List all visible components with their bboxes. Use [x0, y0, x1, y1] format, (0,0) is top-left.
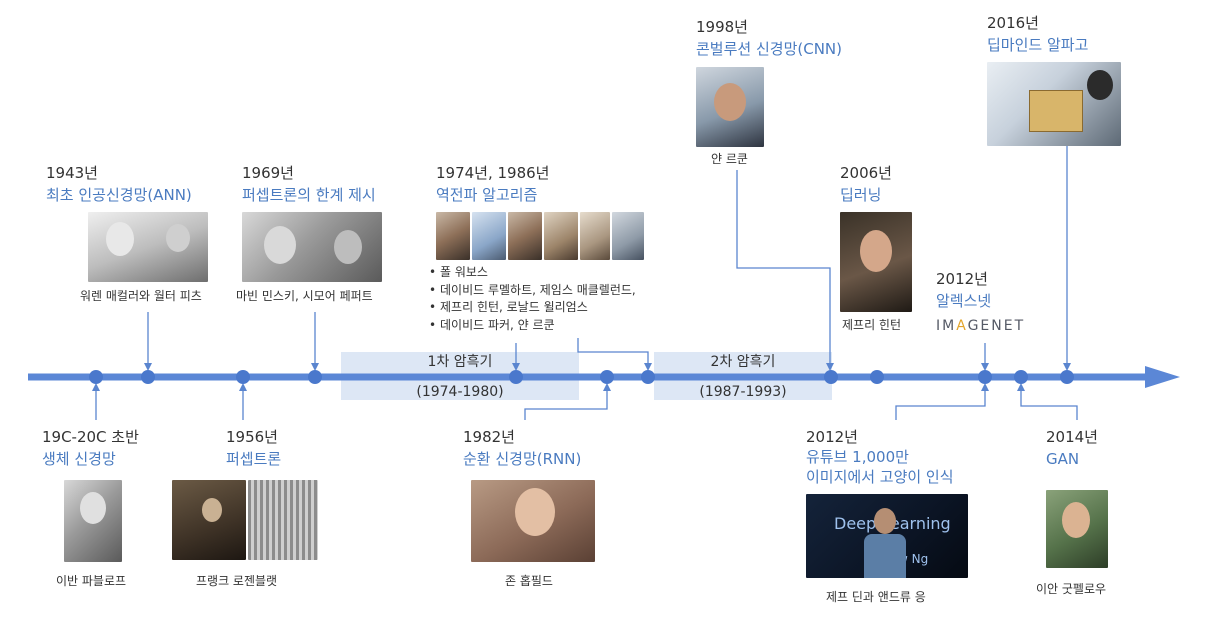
photo-portrait-4 [544, 212, 578, 260]
event-2014-title: GAN [1046, 450, 1079, 468]
event-1969-caption: 마빈 민스키, 시모어 페퍼트 [236, 289, 373, 303]
timeline-dot [824, 370, 838, 384]
event-1974-title: 역전파 알고리즘 [436, 186, 537, 204]
photo-mcculloch-pitts [88, 212, 208, 282]
event-2006-title: 딥러닝 [840, 186, 881, 204]
photo-john-hopfield [471, 480, 595, 562]
connector-1998 [737, 170, 830, 367]
event-2012a-title: 알렉스넷 [936, 292, 991, 310]
timeline-dot [870, 370, 884, 384]
event-2012a-year: 2012년 [936, 270, 988, 288]
timeline-dot [641, 370, 655, 384]
photo-portrait-6 [612, 212, 644, 260]
connector-1986 [578, 338, 648, 367]
timeline-dot [236, 370, 250, 384]
photo-yann-lecun [696, 67, 764, 147]
photo-portrait-5 [580, 212, 610, 260]
photo-portrait-1 [436, 212, 470, 260]
timeline-dot [141, 370, 155, 384]
photo-ivan-pavlov [64, 480, 122, 562]
timeline-dot [509, 370, 523, 384]
event-1974-year: 1974년, 1986년 [436, 164, 549, 182]
photo-portrait-2 [472, 212, 506, 260]
timeline-dot [978, 370, 992, 384]
event-1974-bullets: 폴 워보스 데이비드 루멜하트, 제임스 매클렐런드, 제프리 힌턴, 로날드 … [428, 264, 636, 334]
event-1982-caption: 존 홉필드 [505, 574, 553, 588]
event-1998-title: 콘벌루션 신경망(CNN) [696, 40, 842, 58]
photo-dean-and-ng: Deep Learning w Ng [806, 494, 968, 578]
bullet-item: 제프리 힌턴, 로날드 윌리엄스 [440, 299, 636, 317]
event-2012b-caption: 제프 딘과 앤드류 응 [826, 590, 926, 604]
photo-alphago-match [987, 62, 1121, 146]
event-1982-year: 1982년 [463, 428, 515, 446]
bullet-item: 데이비드 파커, 얀 르쿤 [440, 317, 636, 335]
event-2012b-title: 유튜브 1,000만 [806, 448, 909, 466]
event-2014-caption: 이안 굿펠로우 [1036, 582, 1106, 596]
timeline-dot [1060, 370, 1074, 384]
event-2016-year: 2016년 [987, 14, 1039, 32]
event-1982-title: 순환 신경망(RNN) [463, 450, 581, 468]
event-1956-year: 1956년 [226, 428, 278, 446]
event-1998-caption: 얀 르쿤 [711, 152, 748, 166]
bullet-item: 데이비드 루멜하트, 제임스 매클렐런드, [440, 282, 636, 300]
event-1943-year: 1943년 [46, 164, 98, 182]
connector-2012b [896, 387, 985, 420]
event-1969-year: 1969년 [242, 164, 294, 182]
timeline-dot [308, 370, 322, 384]
connector-2014 [1021, 387, 1077, 420]
event-2012b-title2: 이미지에서 고양이 인식 [806, 468, 954, 486]
era-1-label: 1차 암흑기 [341, 354, 579, 371]
event-1956-title: 퍼셉트론 [226, 450, 281, 468]
era-1-range: (1974-1980) [341, 384, 579, 401]
timeline-dot [1014, 370, 1028, 384]
photo-minsky-papert [242, 212, 382, 282]
event-19c-caption: 이반 파블로프 [56, 574, 126, 588]
timeline-arrowhead [1145, 366, 1180, 388]
event-2012b-year: 2012년 [806, 428, 858, 446]
event-1969-title: 퍼셉트론의 한계 제시 [242, 186, 376, 204]
timeline-dot [600, 370, 614, 384]
era-2-range: (1987-1993) [654, 384, 832, 401]
event-1998-year: 1998년 [696, 18, 748, 36]
event-1943-caption: 워렌 매컬러와 월터 피츠 [80, 289, 202, 303]
imagenet-logo: IMAGENET [936, 318, 1025, 334]
event-2016-title: 딥마인드 알파고 [987, 36, 1088, 54]
event-19c-year: 19C-20C 초반 [42, 428, 139, 446]
event-19c-title: 생체 신경망 [42, 450, 116, 468]
era-2-label: 2차 암흑기 [654, 354, 832, 371]
photo-portrait-3 [508, 212, 542, 260]
photo-frank-rosenblatt [172, 480, 246, 560]
event-1956-caption: 프랭크 로젠블랫 [196, 574, 277, 588]
event-2006-caption: 제프리 힌턴 [842, 318, 901, 332]
photo-geoffrey-hinton [840, 212, 912, 312]
bullet-item: 폴 워보스 [440, 264, 636, 282]
event-1943-title: 최초 인공신경망(ANN) [46, 186, 192, 204]
timeline-dot [89, 370, 103, 384]
photo-mark1-perceptron [248, 480, 318, 560]
event-2006-year: 2006년 [840, 164, 892, 182]
event-2014-year: 2014년 [1046, 428, 1098, 446]
photo-ian-goodfellow [1046, 490, 1108, 568]
